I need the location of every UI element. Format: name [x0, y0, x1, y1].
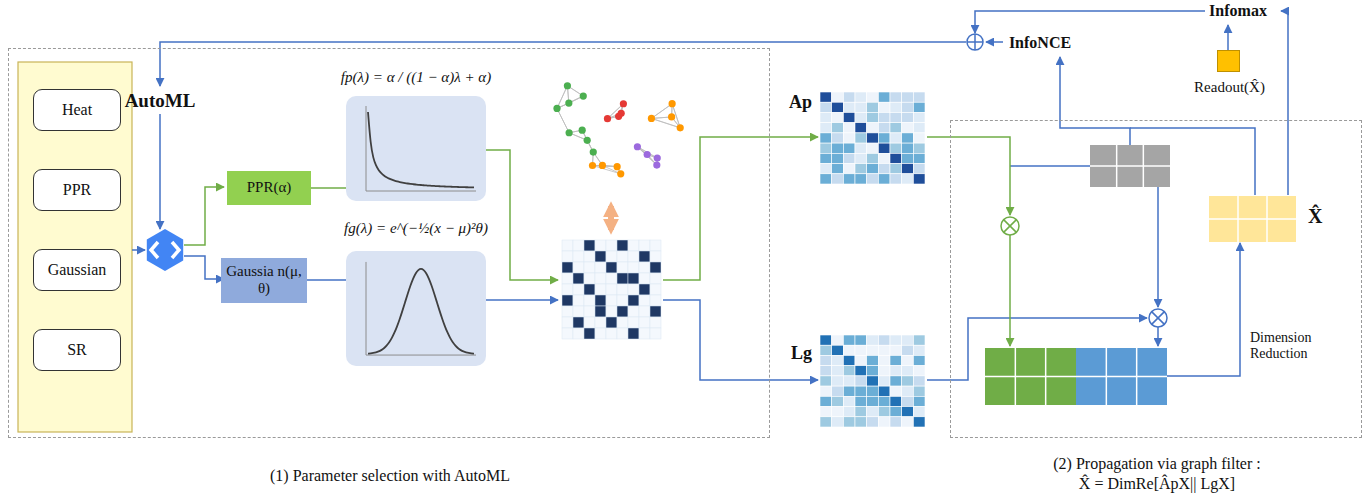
filter-box: PPR(α) — [227, 171, 311, 205]
cell-grid — [820, 335, 925, 427]
multiply-circle — [1001, 217, 1019, 235]
node-caption: (1) Parameter selection with AutoML — [270, 467, 510, 485]
cell-grid — [1209, 196, 1296, 242]
node-text: PPR(α) — [247, 179, 292, 196]
method-box: Heat — [33, 89, 121, 131]
loss-label: Infomax — [1209, 2, 1267, 20]
node-caption: X̂ = DimRe[ÂpX|| LgX] — [1079, 475, 1235, 493]
method-band — [18, 62, 132, 432]
node-caption: Lg — [791, 343, 812, 364]
curve-plot — [346, 96, 486, 201]
loss-label: InfoNCE — [1009, 34, 1071, 52]
node-caption: fp(λ) = α / ((1 − α)λ + α) — [341, 69, 491, 86]
node-caption: (2) Propagation via graph filter : — [1053, 455, 1261, 473]
panel: (2) Propagation via graph filter :X̂ = D… — [950, 120, 1362, 438]
method-box: Gaussian — [33, 249, 121, 291]
correspondence-arrow — [608, 206, 614, 230]
node-caption: Ap — [789, 92, 812, 113]
multiply-circle — [1149, 309, 1167, 327]
matrix: Lg — [820, 335, 925, 427]
graph-illustration — [553, 82, 683, 177]
filter-box: Gaussia n(μ, θ) — [221, 258, 307, 303]
node-caption: X̂ — [1308, 205, 1322, 228]
node-text: SR — [67, 341, 87, 359]
green-wires — [184, 137, 1010, 346]
node-text: Gaussia n(μ, θ) — [221, 263, 307, 298]
response-plot: fp(λ) = α / ((1 − α)λ + α) — [346, 96, 486, 201]
connector — [307, 279, 346, 281]
automl-label: AutoML — [125, 90, 196, 112]
node-text: Heat — [62, 101, 92, 119]
readout-box: Readout(X̂) — [1217, 50, 1240, 72]
adjacency-matrix — [562, 240, 661, 339]
node-text: PPR — [63, 181, 91, 199]
embedding-grid — [1090, 145, 1170, 187]
response-plot: fg(λ) = e^(−½(x − μ)²θ) — [346, 251, 486, 366]
panel: (1) Parameter selection with AutoMLHeatP… — [8, 48, 770, 438]
method-box: SR — [33, 329, 121, 371]
feedback-wires — [132, 11, 1288, 380]
node-caption: Readout(X̂) — [1194, 79, 1265, 96]
matrix: Ap — [820, 92, 925, 184]
curve-plot — [346, 251, 486, 366]
connector — [311, 187, 346, 189]
automl-icon — [147, 229, 183, 271]
cell-grid — [820, 92, 925, 184]
method-box: PPR — [33, 169, 121, 211]
concat-grid — [985, 348, 1167, 405]
output-grid: X̂ — [1209, 196, 1296, 242]
node-text: Gaussian — [48, 261, 107, 279]
step-label: Dimension Reduction — [1250, 330, 1340, 362]
circle-plus — [967, 34, 983, 50]
node-caption: fg(λ) = e^(−½(x − μ)²θ) — [344, 220, 488, 237]
